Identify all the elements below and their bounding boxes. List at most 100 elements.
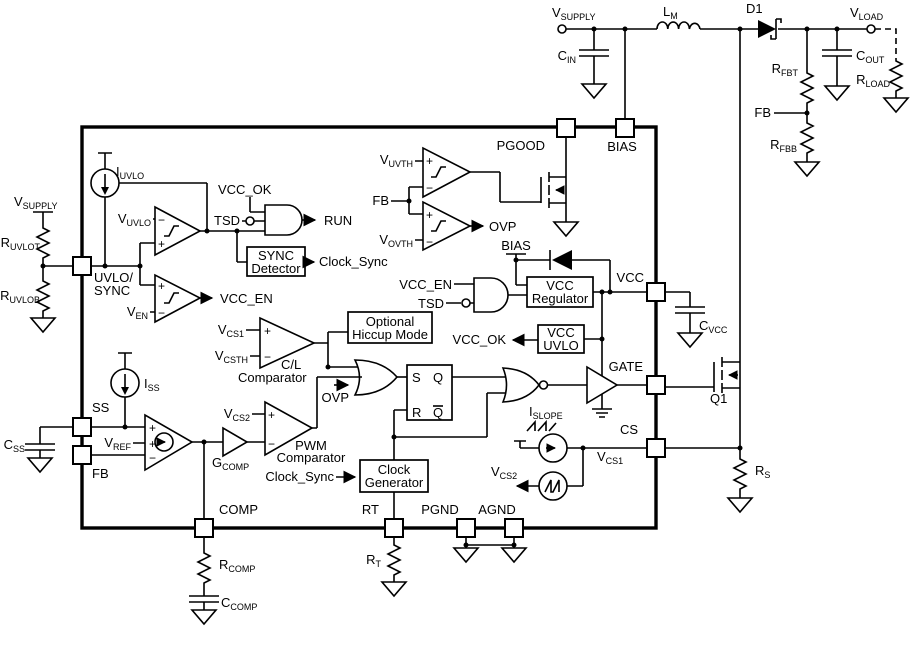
ground-pins-network [453,537,527,563]
pin-gate-label: GATE [609,359,644,374]
capacitor-cin [579,29,609,84]
iuvlo-label: IUVLO [116,164,144,181]
feedback-divider [774,29,820,177]
vsupply-label-2: VSUPPLY [14,194,58,211]
uvlo-sync-section: IUVLO VUVLO VEN − + + − VCC_OK TSD RUN S… [90,152,388,324]
pin-bias [615,118,635,138]
error-amp-section: ISS VREF + + − GCOMP VCS2 + − PWM Compar… [91,352,362,519]
pin-ss [72,417,92,437]
vcs1-net-label: VCS1 [218,322,244,339]
driver-ground-icon [592,394,612,418]
d1-label: D1 [746,1,763,16]
inductor-lm [656,21,701,30]
cin-label: CIN [558,48,576,65]
rload-label: RLOAD [856,72,890,89]
gcomp-buffer [222,426,249,458]
soft-start-capacitor: CSS [4,426,73,473]
gcomp-label: GCOMP [212,455,249,472]
error-amplifier [144,413,194,472]
vcc-net-label: VCC [617,270,644,285]
hysteresis-icon [431,220,446,232]
comp-network: RCOMP CCOMP [189,537,257,625]
vcc-en-net-label: VCC_EN [220,291,273,306]
vcc-regulator-box [526,276,594,308]
bias-diode [549,250,572,270]
q1-label: Q1 [710,391,727,406]
ground-symbol [501,547,527,563]
minus-sign: − [158,306,165,320]
sawtooth-icon [526,419,557,432]
rt-label: RT [366,552,381,569]
sawtooth-icon [544,479,560,493]
inverter-bubble-icon [538,380,549,390]
pin-fb [72,445,92,465]
plus-sign: + [149,421,156,435]
tsd-net-label: TSD [418,296,444,311]
ground-symbol [381,581,407,597]
pwm-logic-section: S Q R Q [391,364,647,460]
pin-rt [384,518,404,538]
pin-gate [646,375,666,395]
minus-sign: − [264,350,271,364]
plus-sign: + [149,437,156,451]
vuvlo-label: VUVLO [118,211,151,228]
ground-symbol [794,161,820,177]
plus-sign: + [264,324,271,338]
vcc-enable-and-gate [473,277,509,313]
sr-latch [406,364,453,421]
ven-label: VEN [127,304,148,321]
hysteresis-icon [164,292,179,304]
pin-cs [646,438,666,458]
rcomp-label: RCOMP [219,557,255,574]
pgood-section: VUVTH FB VOVTH + − + − OVP [372,137,579,252]
pwm-comparator-label: Comparator [277,450,346,465]
minus-sign: − [158,213,165,227]
pwm-comparator [264,400,314,457]
vcc-capacitor: CVCC [665,291,728,348]
minus-sign: − [426,235,433,249]
ovp-net-label: OVP [489,219,516,234]
pin-vcc [646,282,666,302]
ramp-source-vcs2 [538,471,568,501]
ground-symbol [453,547,479,563]
pin-cs-label: CS [620,422,638,437]
bias-net-label: BIAS [501,238,531,253]
plus-sign: + [268,408,275,422]
clock-sync-net-label: Clock_Sync [265,469,334,484]
resistor-rt [387,541,401,579]
vsupply-terminal [557,24,567,34]
cvcc-label: CVCC [699,318,728,335]
rfbt-label: RFBT [772,61,799,78]
ota-output-icon [154,432,174,452]
top-power-stage: VSUPPLY CIN LM D1 VLOAD COUT RLOAD RFBT … [552,1,909,448]
ground-symbol [677,332,703,348]
pwm-label: PWM [295,438,327,453]
sync-detector-box [246,246,306,277]
pin-pgnd [456,518,476,538]
resistor-rfbb [800,119,814,157]
vuvth-label: VUVTH [380,152,413,169]
css-label: CSS [4,437,25,454]
vload-terminal [866,24,876,34]
resistor-rcomp [197,549,211,587]
pin-comp [194,518,214,538]
vcc-en-net-label: VCC_EN [399,277,452,292]
pin-agnd [504,518,524,538]
pin-pgnd-label: PGND [421,502,459,517]
run-and-gate [264,204,303,236]
fb-net-label: FB [754,105,771,120]
vload-label: VLOAD [850,5,884,22]
ground-symbol [553,221,579,237]
vcs2-net-label: VCS2 [491,464,517,481]
vcc-uvlo-box [537,324,585,354]
ccomp-label: CCOMP [221,595,257,612]
pin-uvlo-sync [72,256,92,276]
latch-s-label: S [412,370,421,385]
uvlo-comparator [154,205,202,257]
ground-symbol [883,97,909,113]
